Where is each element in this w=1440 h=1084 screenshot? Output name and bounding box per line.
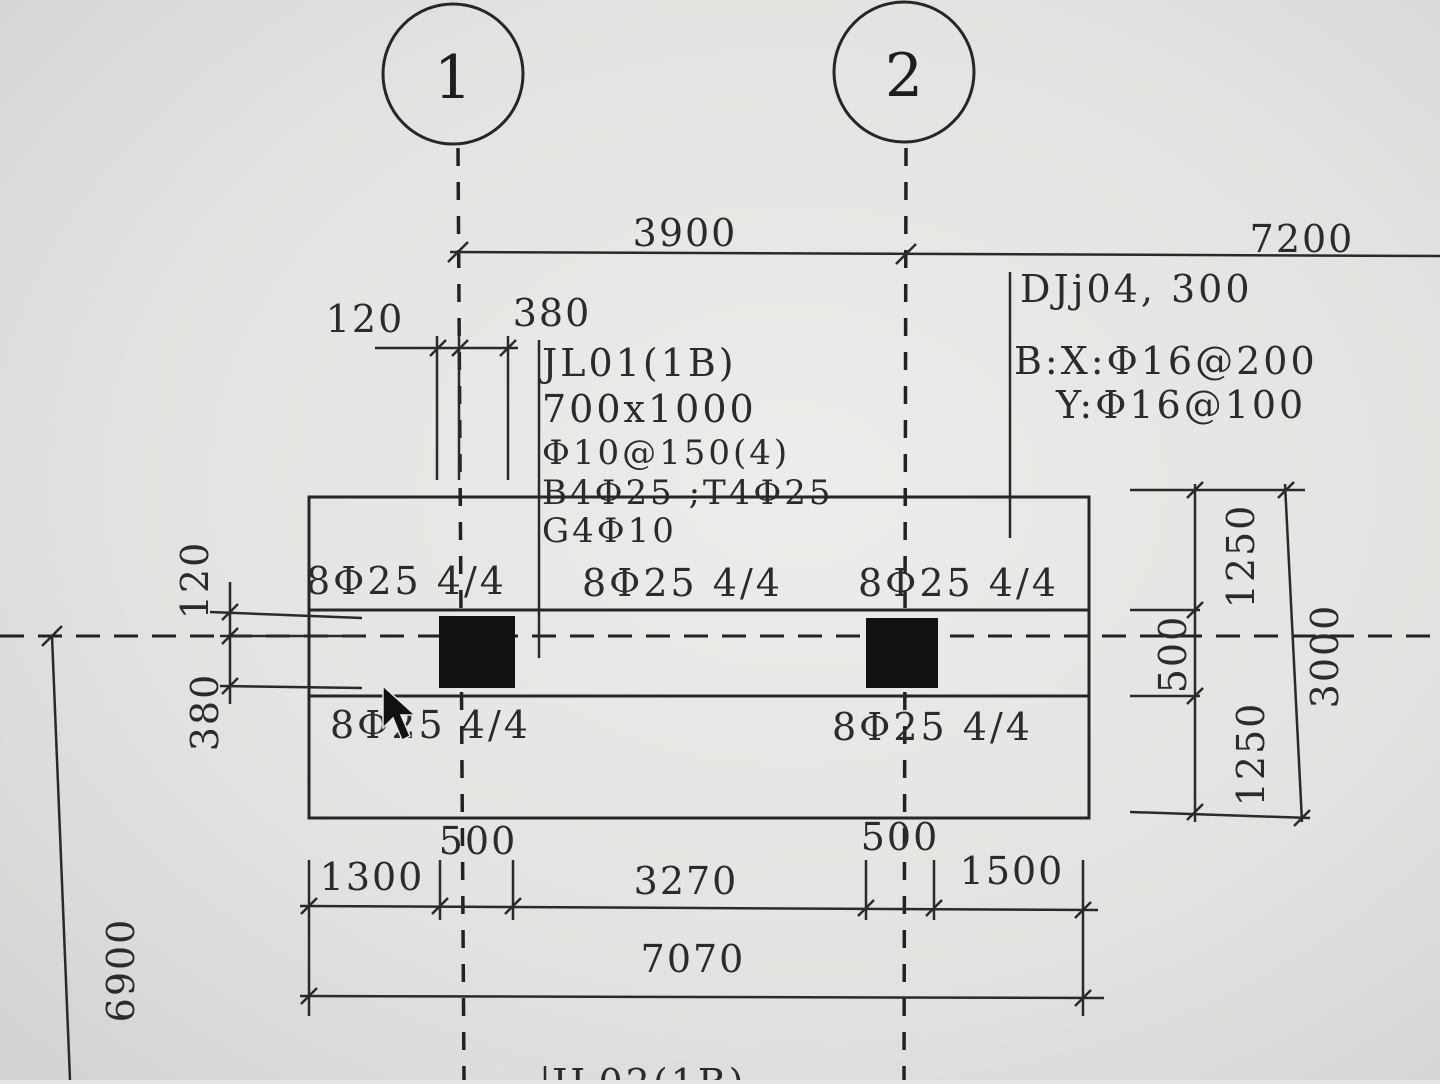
axis-1-centerline <box>456 147 466 1081</box>
column-1[interactable] <box>439 616 515 688</box>
dim-380-top: 380 <box>513 291 592 335</box>
rebar-bottom-right: 8Φ25 4/4 <box>832 705 1033 749</box>
dim-6900: 6900 <box>99 918 143 1023</box>
beam-name: JL01(1B) <box>538 341 737 385</box>
right-dimension: 1250 500 1250 3000 <box>1129 481 1347 827</box>
dim-3000: 3000 <box>1303 604 1347 709</box>
dim-1250-top: 1250 <box>1219 504 1263 609</box>
dim-1300: 1300 <box>320 855 425 899</box>
dim-120-left: 120 <box>173 541 217 620</box>
dim-7200: 7200 <box>1250 217 1355 261</box>
axis-1-label: 1 <box>434 43 472 113</box>
footing-outline[interactable] <box>307 495 1091 820</box>
beam-main-bars: B4Φ25 ;T4Φ25 <box>542 473 833 513</box>
dim-500-right: 500 <box>1151 615 1195 694</box>
dim-3270: 3270 <box>634 859 739 903</box>
beam-size: 700x1000 <box>542 387 757 431</box>
next-beam-label: JL02(1B) <box>548 1061 747 1080</box>
footing-label[interactable]: DJj04, 300 B:X:Φ16@200 Y:Φ16@100 <box>1014 267 1318 427</box>
footing-bottom-y: Y:Φ16@100 <box>1055 383 1306 427</box>
left-long-dimension: 6900 <box>41 625 143 1081</box>
rebar-bottom-left: 8Φ25 4/4 <box>330 703 531 747</box>
dim-380-left: 380 <box>183 673 227 752</box>
axis-2-bubble[interactable]: 2 <box>832 0 976 144</box>
rebar-top-left: 8Φ25 4/4 <box>306 559 507 603</box>
dim-3900: 3900 <box>633 211 738 255</box>
dim-1250-bottom: 1250 <box>1229 702 1273 807</box>
rebar-top-mid: 8Φ25 4/4 <box>582 561 783 605</box>
dim-500-col1: 500 <box>439 819 518 863</box>
axis-2-centerline <box>902 147 908 1081</box>
mouse-cursor-icon <box>382 684 417 742</box>
beam-label[interactable]: JL01(1B) 700x1000 Φ10@150(4) B4Φ25 ;T4Φ2… <box>538 341 833 551</box>
column-2[interactable] <box>866 618 938 688</box>
offset-dimension: 120 380 <box>326 291 592 480</box>
axis-2-label: 2 <box>885 41 923 111</box>
top-dimension-line: 3900 7200 <box>447 211 1440 265</box>
dim-1500: 1500 <box>960 849 1065 893</box>
next-beam-label-partial: JL02(1B) <box>543 1061 747 1084</box>
footing-bottom-x: B:X:Φ16@200 <box>1014 339 1318 383</box>
bottom-dimension: 500 500 1300 3270 1500 7070 <box>299 815 1105 1016</box>
beam-stirrup: Φ10@150(4) <box>542 433 790 473</box>
dim-500-col2: 500 <box>861 815 940 859</box>
rebar-top-right: 8Φ25 4/4 <box>858 561 1059 605</box>
footing-name: DJj04, 300 <box>1020 267 1253 311</box>
dim-120-top: 120 <box>326 297 405 341</box>
left-offset-dimension: 120 380 <box>173 541 363 752</box>
axis-1-bubble[interactable]: 1 <box>381 2 525 146</box>
beam-side-bars: G4Φ10 <box>542 511 677 551</box>
dim-7070: 7070 <box>641 937 746 981</box>
